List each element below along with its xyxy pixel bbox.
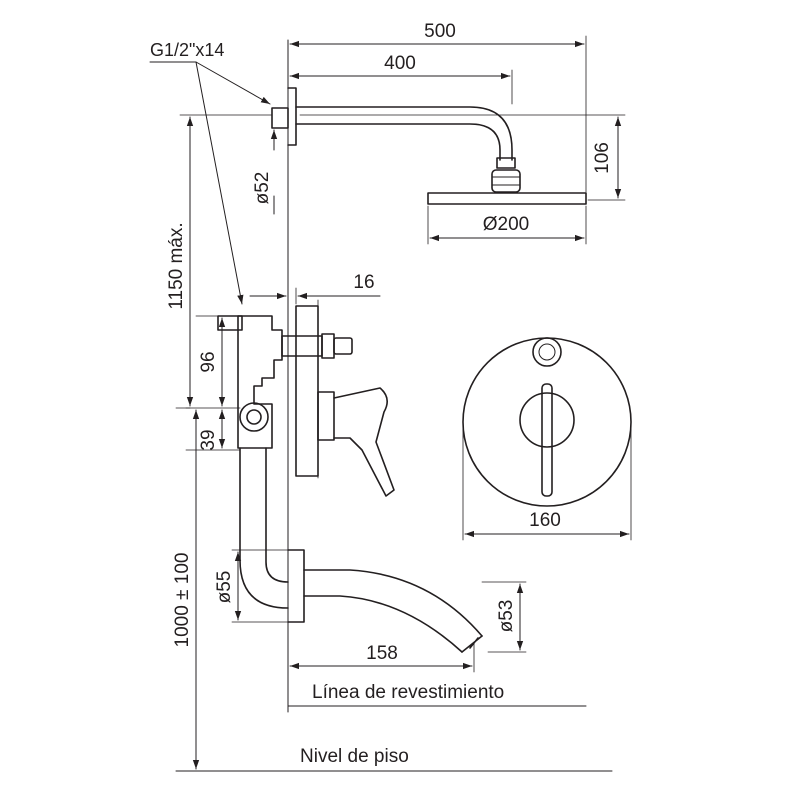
diverter-button [532, 337, 562, 367]
cartridge-collar [317, 391, 335, 441]
shower-arm [295, 106, 513, 161]
label-500: 500 [424, 21, 456, 42]
valve-housing [237, 315, 283, 449]
lever-handle-side [333, 387, 395, 497]
shower-arm-assembly [271, 87, 587, 205]
label-finish-line: Línea de revestimiento [312, 682, 504, 703]
label-floor-level: Nivel de piso [300, 746, 409, 767]
supply-pipe [239, 447, 289, 609]
arm-joint [496, 157, 516, 169]
leader-thread-valve [195, 61, 244, 305]
spout-body [303, 569, 483, 653]
label-96: 96 [198, 351, 219, 372]
label-39: 39 [198, 429, 219, 450]
label-160: 160 [529, 510, 561, 531]
ball-joint [491, 169, 521, 193]
valve-inlet-port [239, 402, 269, 432]
lever-front [541, 383, 553, 497]
label-thread: G1/2"x14 [150, 40, 224, 60]
dimension-labels: 500 400 G1/2"x14 106 Ø200 ø52 1150 máx. … [150, 21, 613, 767]
inlet-connector [271, 107, 289, 129]
spout-outlet [461, 635, 483, 653]
label-106: 106 [592, 142, 613, 174]
diverter-knob [321, 333, 335, 359]
label-52: ø52 [252, 172, 273, 205]
valve-body [217, 305, 395, 497]
label-400: 400 [384, 53, 416, 74]
label-16: 16 [353, 272, 374, 293]
label-1000: 1000 ± 100 [172, 553, 193, 648]
label-1150: 1150 máx. [166, 222, 187, 309]
front-view-plate [462, 337, 632, 507]
cover-plate-side [295, 305, 319, 477]
label-200: Ø200 [483, 214, 529, 235]
wall-flange-top [287, 87, 297, 146]
label-158: 158 [366, 643, 398, 664]
spout-flange [287, 549, 305, 623]
lever-hub [519, 392, 575, 448]
label-53: ø53 [496, 600, 517, 633]
leader-thread-top [195, 61, 271, 105]
shower-head [427, 192, 587, 205]
label-55: ø55 [214, 571, 235, 604]
dimension-lines [149, 35, 632, 770]
escutcheon-plate [462, 337, 632, 507]
